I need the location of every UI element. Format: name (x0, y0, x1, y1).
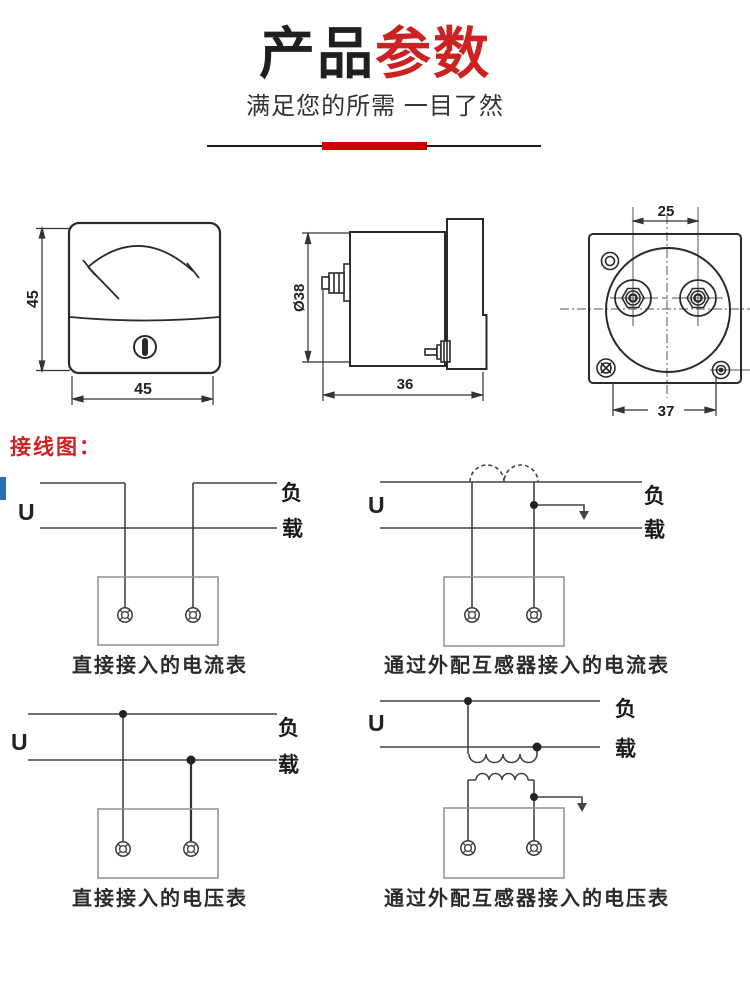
page-title-red: 参数 (375, 22, 491, 85)
blue-tick (0, 477, 6, 500)
wiring-diagram-direct-ammeter: U 负 载 直接接入的电流表 (0, 460, 330, 690)
mounting-screws (596, 251, 731, 380)
u-label: U (368, 710, 385, 736)
load-top-label: 负 (281, 482, 302, 505)
arrow-down-icon (579, 511, 589, 520)
load-bottom-label: 载 (615, 737, 636, 761)
front-dimensions (36, 225, 215, 405)
junction-dot (530, 793, 538, 801)
wiring-section-label: 接线图： (10, 436, 102, 459)
terminal-icon (526, 840, 542, 856)
meter-box (443, 807, 565, 879)
u-label: U (368, 492, 385, 518)
rear-terminal-left (614, 279, 652, 317)
page-subtitle: 满足您的所需 一目了然 (246, 93, 504, 120)
direct-ammeter-schematic: U 负 载 (18, 482, 303, 646)
side-terminal-stud (321, 263, 351, 302)
front-height-dim-label: 45 (25, 290, 42, 308)
rear-mount-pitch-label: 37 (658, 403, 675, 420)
pt-secondary-coil (475, 772, 529, 781)
rear-dimensions (611, 217, 718, 416)
junction-dot (464, 697, 472, 705)
u-label: U (11, 729, 28, 755)
meter-rear-plate (588, 233, 742, 384)
terminal-icon (183, 841, 199, 857)
direct-voltmeter-schematic: U 负 载 (11, 710, 299, 879)
meter-side-flange (446, 218, 488, 370)
terminal-icon (117, 607, 133, 623)
load-bottom-label: 载 (644, 518, 665, 542)
pt-primary-coil (468, 753, 538, 764)
side-diameter-dim-label: Ø38 (291, 284, 308, 312)
terminal-icon (464, 607, 480, 623)
ct-ammeter-schematic: U 负 载 (368, 464, 665, 647)
load-top-label: 负 (278, 717, 299, 740)
arrow-down-icon (577, 803, 587, 812)
rear-terminal-right (679, 279, 717, 317)
meter-box (97, 808, 219, 879)
load-bottom-label: 载 (282, 517, 303, 541)
load-top-label: 负 (644, 485, 665, 508)
wiring-diagram-direct-voltmeter: U 负 载 直接接入的电压表 (0, 690, 330, 920)
wiring-diagram-ct-ammeter: U 负 载 通过外配互感器接入的电流表 (360, 460, 750, 690)
meter-scale (69, 245, 220, 322)
center-lines (560, 207, 750, 398)
terminal-icon (185, 607, 201, 623)
diagram-caption: 直接接入的电压表 (72, 888, 248, 910)
front-screw (133, 335, 157, 359)
meter-side-body (349, 231, 446, 367)
side-bottom-screw (424, 340, 451, 363)
divider-accent (322, 142, 427, 150)
diagram-caption: 通过外配互感器接入的电压表 (384, 888, 670, 910)
ct-coil (469, 464, 539, 483)
rear-terminal-pitch-label: 25 (658, 203, 675, 220)
pt-voltmeter-schematic: U 负 载 (368, 697, 636, 879)
u-label: U (18, 499, 35, 525)
load-top-label: 负 (615, 698, 636, 721)
junction-dot (186, 755, 196, 765)
wiring-diagram-pt-voltmeter: U 负 载 通过外配互感器接入的电压表 (360, 690, 750, 920)
junction-dot (532, 742, 542, 752)
meter-box (97, 576, 219, 646)
front-width-dim-label: 45 (134, 381, 152, 398)
terminal-icon (526, 607, 542, 623)
diagram-caption: 直接接入的电流表 (72, 655, 248, 677)
terminal-icon (460, 840, 476, 856)
junction-dot (119, 710, 127, 718)
terminal-icon (115, 841, 131, 857)
page-title: 产品参数 (0, 20, 750, 88)
meter-box (443, 576, 565, 647)
side-dimensions (302, 231, 485, 401)
side-view-drawing: Ø38 36 (291, 218, 488, 401)
meter-rear-barrel (605, 247, 731, 373)
front-view-drawing: 45 45 (25, 221, 222, 405)
side-depth-dim-label: 36 (397, 376, 414, 393)
page-title-black: 产品 (259, 22, 375, 85)
load-bottom-label: 载 (278, 753, 299, 777)
rear-view-drawing: 25 37 (560, 203, 750, 420)
diagram-caption: 通过外配互感器接入的电流表 (384, 655, 670, 677)
junction-dot (530, 501, 538, 509)
meter-front-body (67, 221, 222, 375)
